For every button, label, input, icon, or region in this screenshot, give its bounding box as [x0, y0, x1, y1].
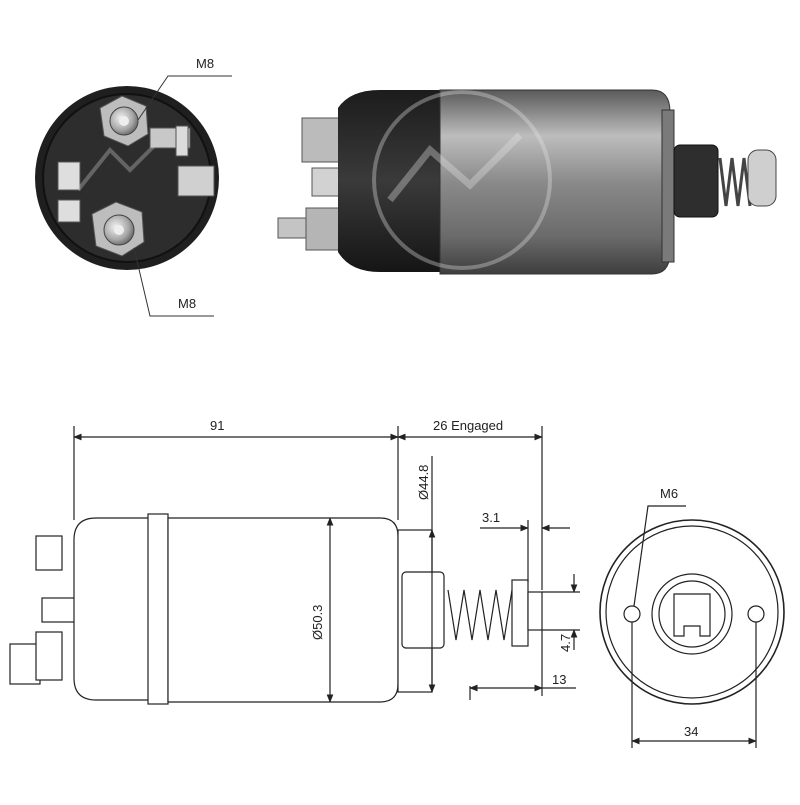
watermark-logo-large	[372, 90, 552, 270]
front-view-drawing	[599, 505, 785, 748]
drawing-plunger-tip	[527, 591, 543, 631]
side-view-drawing	[9, 426, 580, 705]
plunger-dim-c-label: 13	[552, 672, 566, 687]
drawing-stud	[9, 643, 41, 685]
stud-bottom	[277, 217, 311, 239]
bottom-terminal-bolt	[91, 201, 145, 257]
front-boss-outer	[651, 573, 733, 655]
drawing-spring	[447, 589, 513, 641]
mount-thread-leader	[633, 505, 686, 607]
drawing-plunger-housing	[401, 571, 445, 649]
top-terminal-label: M8	[196, 56, 214, 71]
front-inner-circle	[605, 525, 779, 699]
drawing-cap	[73, 517, 151, 701]
plunger-spring	[718, 157, 752, 207]
plunger-dim-b-label: 4.7	[558, 634, 573, 652]
top-terminal-bolt	[99, 95, 191, 157]
tab-left-top	[57, 161, 81, 191]
watermark-logo	[76, 138, 162, 192]
nut-top	[301, 117, 343, 163]
drawing-spade	[41, 597, 77, 623]
body-diameter-label: Ø50.3	[310, 605, 325, 640]
front-outer-circle	[599, 519, 785, 705]
length-label: 91	[210, 418, 224, 433]
side-view-photo	[277, 89, 777, 275]
drawing-band	[147, 513, 169, 705]
drawing-plunger-head	[511, 579, 529, 647]
plunger-dim-a-label: 3.1	[482, 510, 500, 525]
front-boss-inner	[658, 580, 726, 648]
flange-diameter-label: Ø44.8	[416, 465, 431, 500]
front-plunger-shape	[673, 593, 711, 637]
mount-thread-label: M6	[660, 486, 678, 501]
bottom-terminal-label: M8	[178, 296, 196, 311]
end-view-photo: M8 M8	[35, 56, 232, 317]
drawing-nut-bottom	[35, 631, 63, 681]
black-cap	[338, 90, 445, 272]
plunger-head	[747, 149, 777, 207]
body-flange	[661, 109, 675, 263]
tab-left-bottom	[57, 199, 81, 223]
drawing-body	[167, 517, 399, 703]
plunger-housing	[673, 144, 719, 218]
stroke-label: 26 Engaged	[433, 418, 503, 433]
drawing-nut-top	[35, 535, 63, 571]
tab-right	[177, 165, 215, 197]
mount-spacing-label: 34	[684, 724, 698, 739]
